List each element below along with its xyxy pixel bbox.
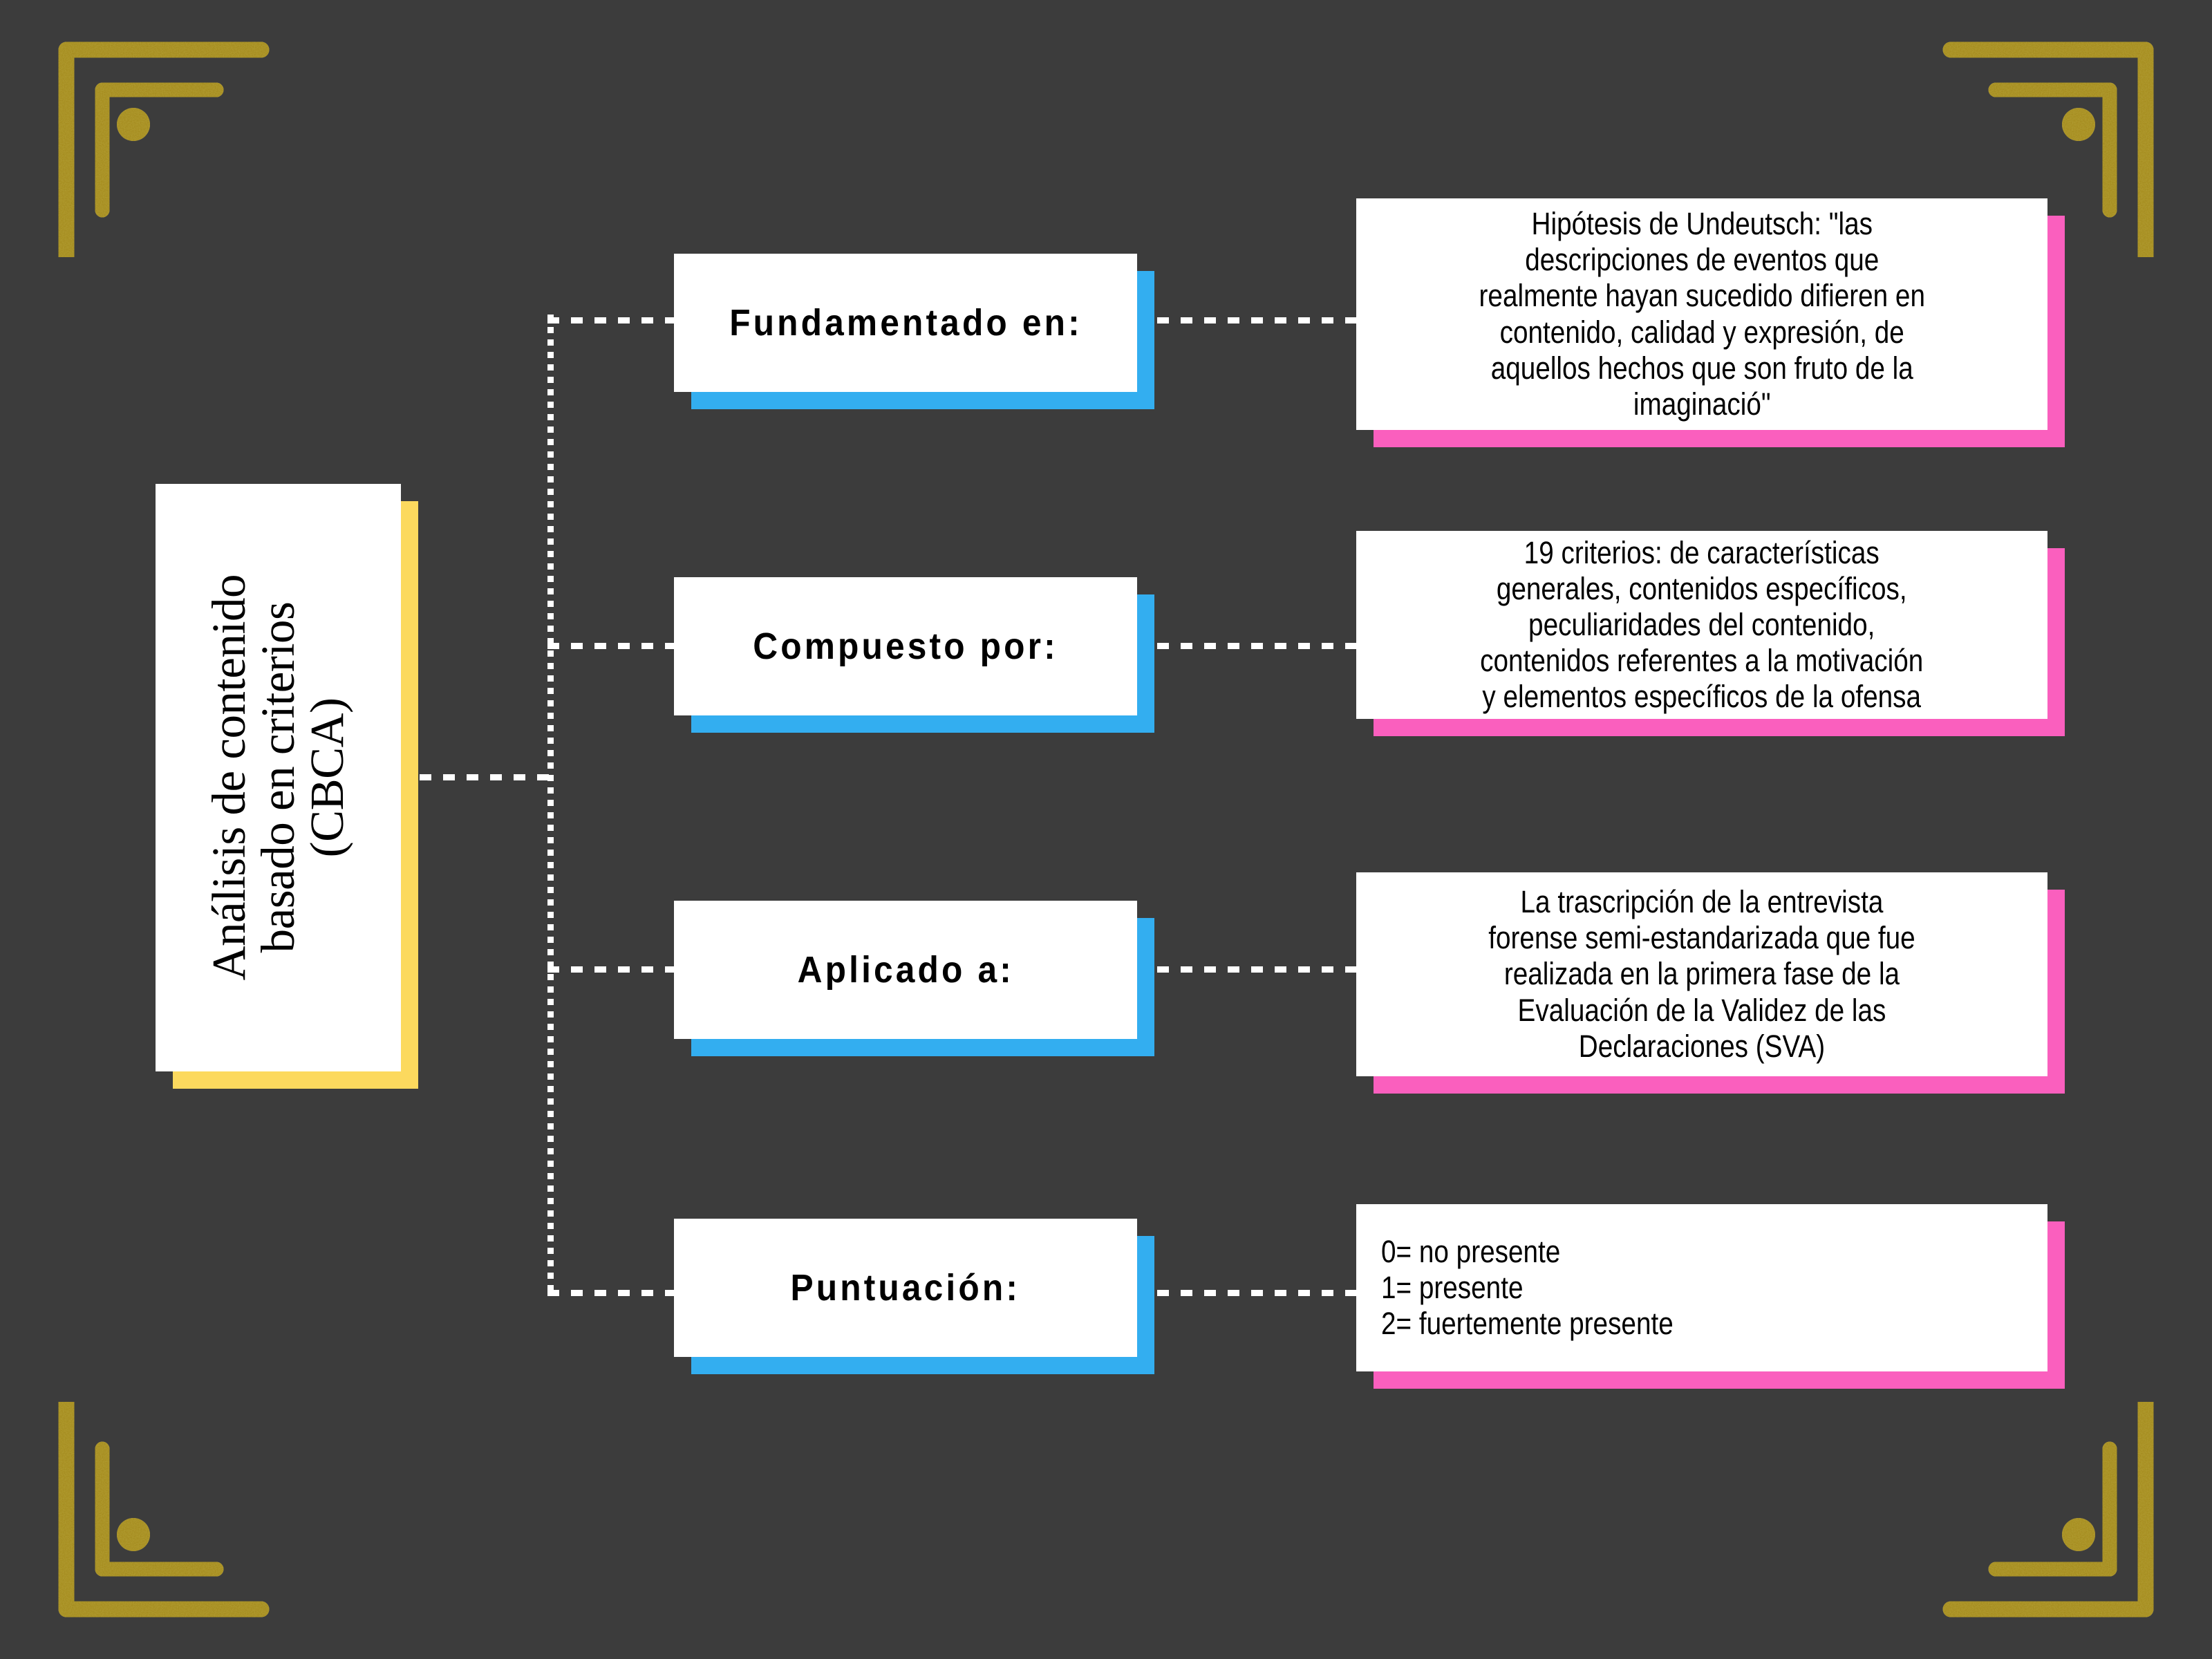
branch-label-card-2[interactable]: Aplicado a: — [674, 901, 1154, 1056]
branch-content-text: 19 criterios: de características general… — [1480, 534, 1924, 715]
branch-label-panel: Puntuación: — [674, 1219, 1137, 1357]
branch-content-panel: La trascripción de la entrevista forense… — [1356, 872, 2047, 1076]
connector-spine — [547, 315, 554, 1296]
gold-corner-ornament-icon — [26, 8, 275, 257]
connector-branch-0 — [547, 317, 679, 324]
connector-link-2 — [1134, 966, 1362, 973]
branch-label-text: Fundamentado en: — [729, 302, 1082, 344]
branch-content-card-2[interactable]: La trascripción de la entrevista forense… — [1356, 872, 2065, 1094]
root-node-panel: Análisis de contenido basado en criterio… — [156, 484, 401, 1071]
gold-corner-ornament-icon — [1937, 1402, 2186, 1651]
branch-content-card-1[interactable]: 19 criterios: de características general… — [1356, 531, 2065, 736]
branch-label-text: Aplicado a: — [797, 949, 1014, 991]
branch-label-text: Puntuación: — [790, 1267, 1021, 1309]
connector-branch-1 — [547, 643, 679, 649]
branch-content-panel: 19 criterios: de características general… — [1356, 531, 2047, 719]
branch-content-card-0[interactable]: Hipótesis de Undeutsch: "las descripcion… — [1356, 198, 2065, 447]
branch-content-text: Hipótesis de Undeutsch: "las descripcion… — [1479, 205, 1925, 422]
root-node-card[interactable]: Análisis de contenido basado en criterio… — [156, 484, 418, 1089]
branch-label-card-3[interactable]: Puntuación: — [674, 1219, 1154, 1374]
branch-content-text: La trascripción de la entrevista forense… — [1488, 884, 1915, 1064]
root-node-title: Análisis de contenido basado en criterio… — [202, 574, 354, 981]
connector-link-0 — [1134, 317, 1362, 324]
connector-link-1 — [1134, 643, 1362, 649]
branch-label-card-0[interactable]: Fundamentado en: — [674, 254, 1154, 409]
branch-content-panel: Hipótesis de Undeutsch: "las descripcion… — [1356, 198, 2047, 430]
connector-branch-2 — [547, 966, 679, 973]
branch-content-text: 0= no presente 1= presente 2= fuertement… — [1381, 1233, 1674, 1342]
branch-label-panel: Compuesto por: — [674, 577, 1137, 715]
gold-corner-ornament-icon — [26, 1402, 275, 1651]
branch-label-card-1[interactable]: Compuesto por: — [674, 577, 1154, 733]
branch-label-panel: Aplicado a: — [674, 901, 1137, 1039]
connector-link-3 — [1134, 1290, 1362, 1296]
connector-root-stem — [396, 774, 554, 780]
branch-label-panel: Fundamentado en: — [674, 254, 1137, 392]
branch-content-card-3[interactable]: 0= no presente 1= presente 2= fuertement… — [1356, 1204, 2065, 1389]
branch-label-text: Compuesto por: — [753, 626, 1058, 667]
branch-content-panel: 0= no presente 1= presente 2= fuertement… — [1356, 1204, 2047, 1371]
connector-branch-3 — [547, 1290, 679, 1296]
